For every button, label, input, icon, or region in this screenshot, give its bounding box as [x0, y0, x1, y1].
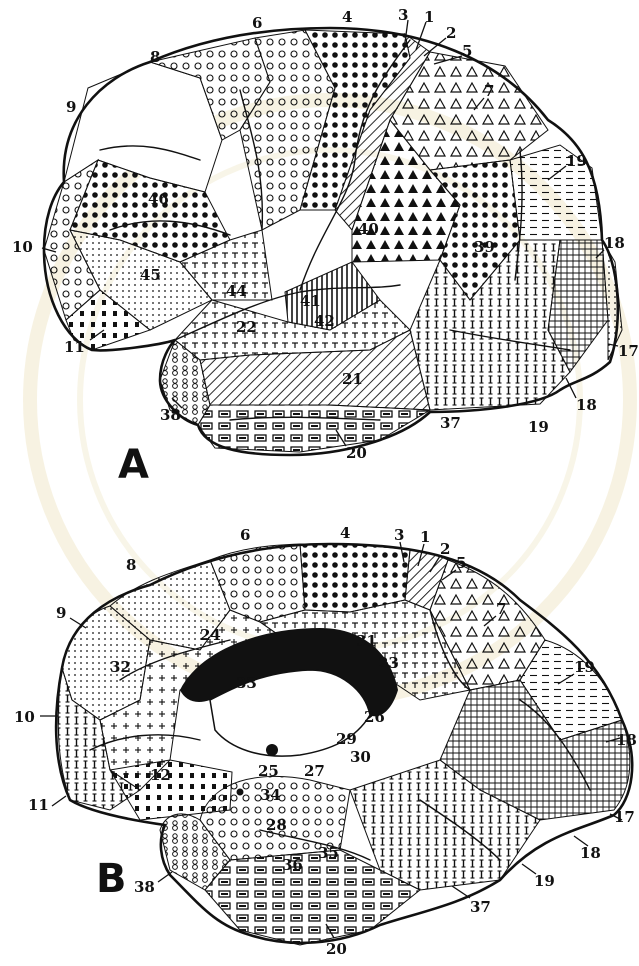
label-b-35: 35 — [318, 844, 339, 862]
label-b-23: 23 — [378, 654, 399, 672]
label-b-3: 3 — [394, 526, 404, 544]
label-b-18-bottom: 18 — [580, 844, 601, 862]
label-a-17: 17 — [618, 342, 639, 360]
label-a-10: 10 — [12, 238, 33, 256]
label-a-1: 1 — [424, 8, 434, 26]
label-a-18-top: 18 — [604, 234, 625, 252]
label-b-27: 27 — [304, 762, 325, 780]
label-b-10: 10 — [14, 708, 35, 726]
label-a-42: 42 — [314, 312, 335, 330]
label-a-2: 2 — [446, 24, 456, 42]
label-a-8: 8 — [150, 48, 160, 66]
label-b-11: 11 — [28, 796, 49, 814]
label-a-11: 11 — [64, 338, 85, 356]
label-b-28: 28 — [266, 816, 287, 834]
label-b-6: 6 — [240, 526, 250, 544]
label-b-24: 24 — [200, 626, 221, 644]
label-a-37: 37 — [440, 414, 461, 432]
label-a-38: 38 — [160, 406, 181, 424]
panel-b-letter: B — [96, 856, 127, 902]
panel-a-letter: A — [118, 442, 149, 488]
label-a-6: 6 — [252, 14, 262, 32]
area-20-region — [198, 405, 430, 452]
label-b-26: 26 — [364, 708, 385, 726]
label-b-17: 17 — [614, 808, 635, 826]
label-a-45: 45 — [140, 266, 161, 284]
label-b-38: 38 — [134, 878, 155, 896]
thalamus-dot — [266, 744, 278, 756]
label-b-25: 25 — [258, 762, 279, 780]
label-b-20: 20 — [326, 940, 347, 958]
label-b-31: 31 — [356, 632, 377, 650]
label-a-20: 20 — [346, 444, 367, 462]
label-b-32: 32 — [110, 658, 131, 676]
label-a-41: 41 — [300, 292, 321, 310]
label-a-40: 40 — [358, 220, 379, 238]
label-b-8: 8 — [126, 556, 136, 574]
label-a-19-top: 19 — [566, 152, 587, 170]
label-a-39: 39 — [474, 238, 495, 256]
label-a-7: 7 — [484, 82, 494, 100]
label-b-30: 30 — [350, 748, 371, 766]
label-a-22: 22 — [236, 318, 257, 336]
label-b-29: 29 — [336, 730, 357, 748]
label-b-34: 34 — [260, 786, 281, 804]
label-a-3: 3 — [398, 6, 408, 24]
label-b-7: 7 — [496, 600, 506, 618]
area-4-b-region — [300, 544, 410, 612]
label-a-46: 46 — [148, 190, 169, 208]
label-a-21: 21 — [342, 370, 363, 388]
label-b-9: 9 — [56, 604, 66, 622]
label-b-37: 37 — [470, 898, 491, 916]
label-b-4: 4 — [340, 524, 350, 542]
label-b-1: 1 — [420, 528, 430, 546]
fornix-dot — [237, 789, 244, 796]
label-a-44: 44 — [226, 282, 247, 300]
label-a-9: 9 — [66, 98, 76, 116]
label-b-12: 12 — [150, 766, 171, 784]
label-b-18-top: 18 — [616, 731, 637, 749]
label-a-4: 4 — [342, 8, 352, 26]
label-b-19-bottom: 19 — [534, 872, 555, 890]
label-b-36: 36 — [282, 856, 303, 874]
label-b-2: 2 — [440, 540, 450, 558]
label-b-5: 5. — [456, 554, 472, 572]
label-a-18-bottom: 18 — [576, 396, 597, 414]
label-b-33: 33 — [236, 674, 257, 692]
label-a-5: 5 — [462, 42, 472, 60]
label-a-19-bottom: 19 — [528, 418, 549, 436]
label-b-19-top: 19 — [574, 658, 595, 676]
area-19-region — [510, 145, 602, 240]
